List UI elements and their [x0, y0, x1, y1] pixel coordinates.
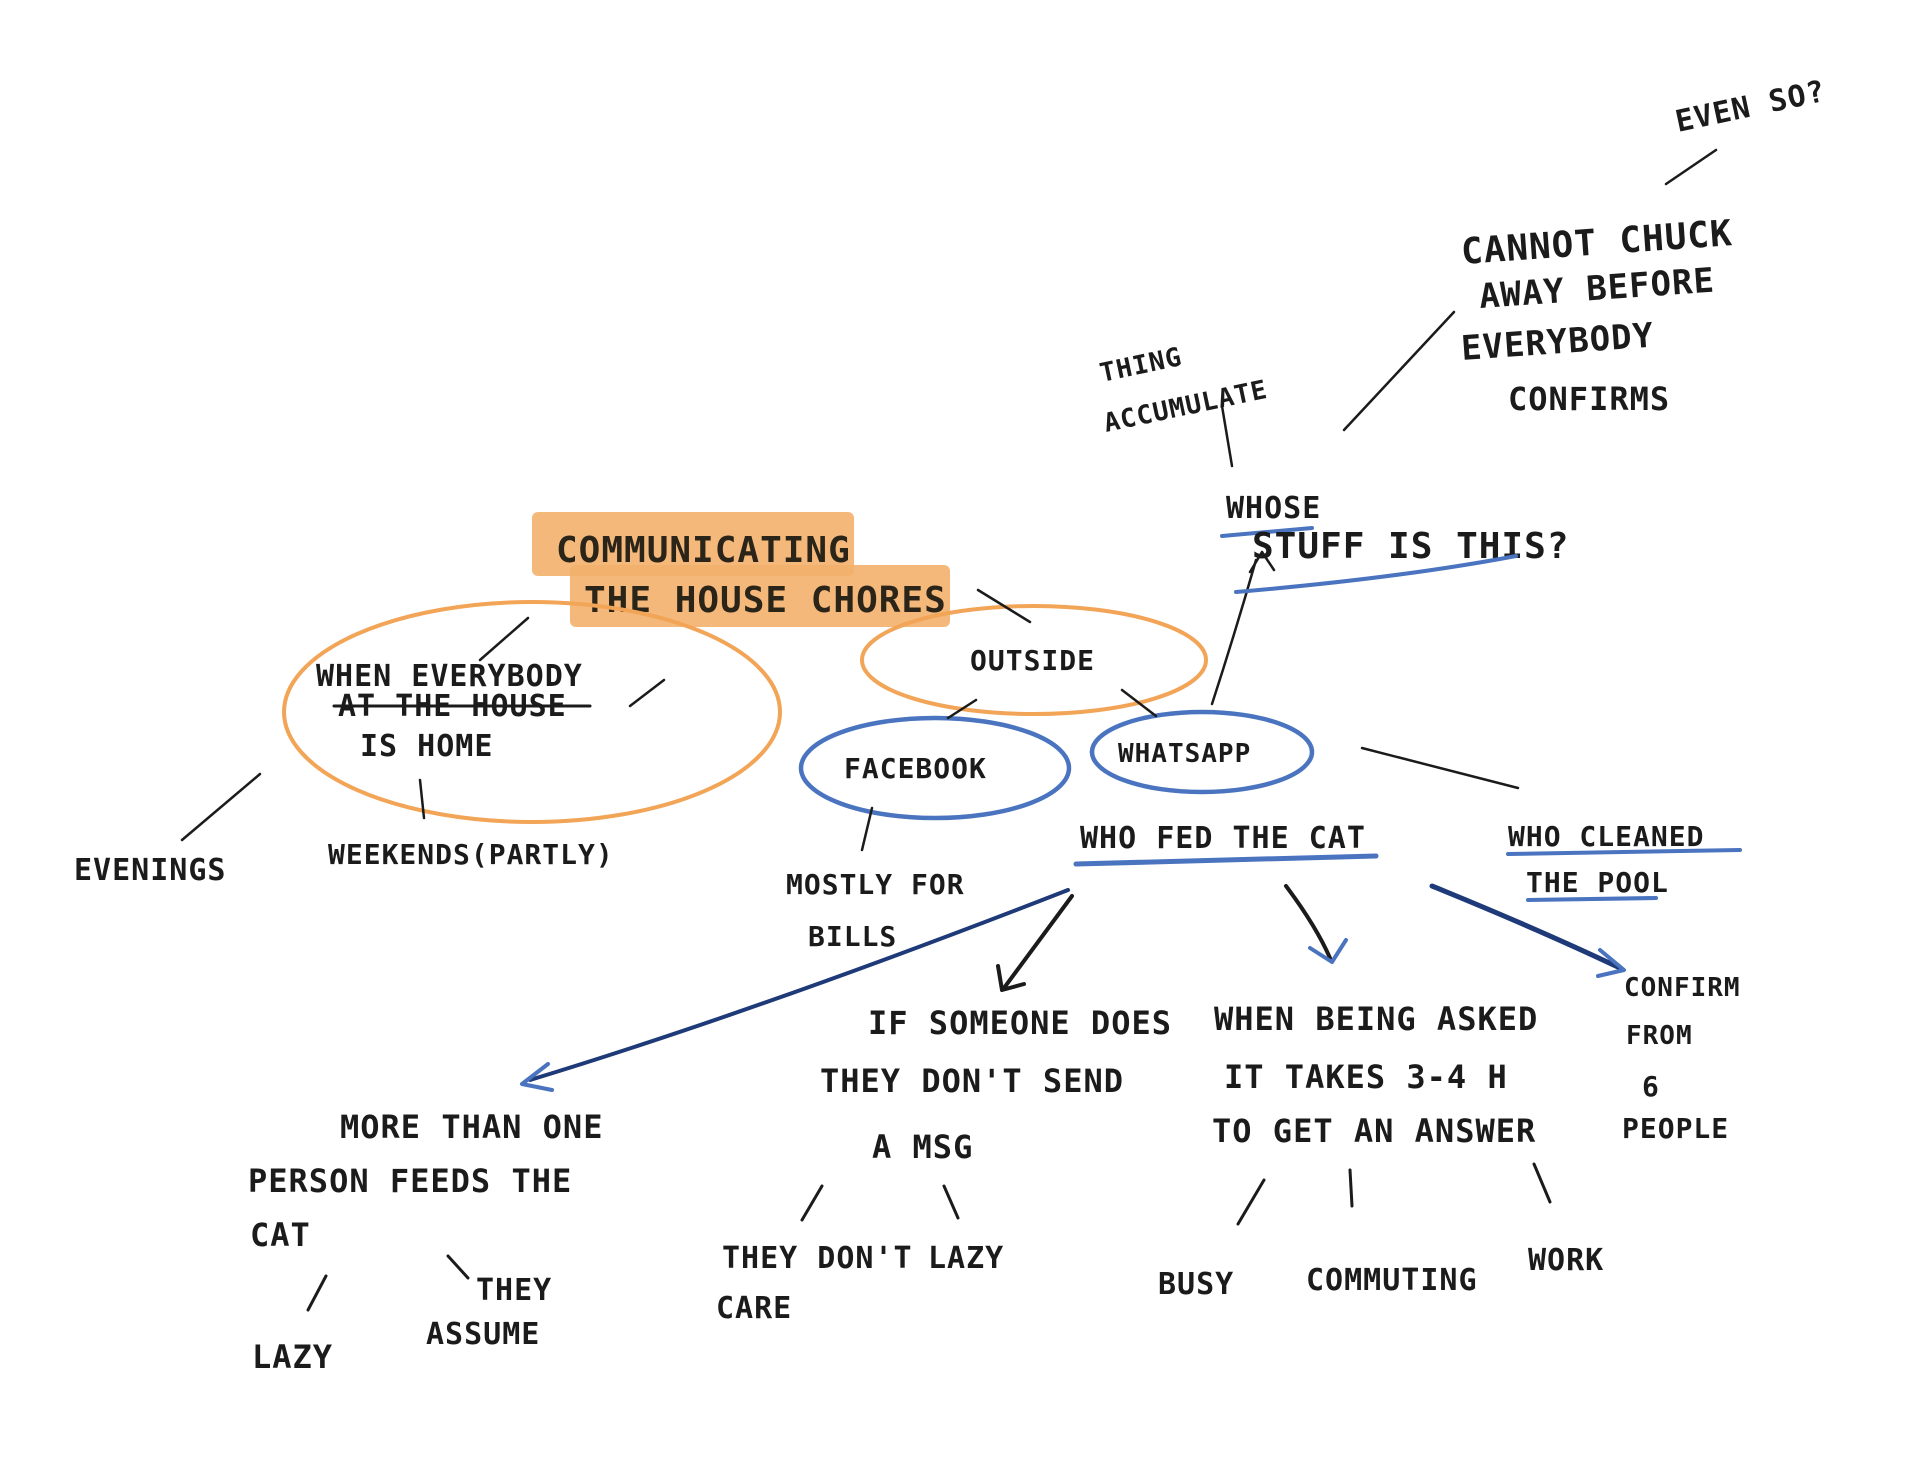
connector-facebook-mostly — [860, 806, 874, 852]
cannot-text-3: EVERYBODY — [1460, 316, 1656, 369]
is-home-text: IS HOME — [360, 729, 493, 764]
connector-whose-thing — [1220, 404, 1234, 468]
who-cleaned-underline-2 — [1526, 896, 1658, 902]
title-line-2: THE HOUSE CHORES — [584, 580, 947, 621]
when-everybody-text: WHEN EVERYBODY — [316, 659, 583, 694]
lazy-text: LAZY — [252, 1338, 333, 1376]
arrowhead-more — [520, 1062, 554, 1092]
whose-underline — [1220, 526, 1314, 538]
who-cleaned-text-1: WHO CLEANED — [1508, 820, 1704, 853]
connector-when-work — [1532, 1162, 1552, 1204]
bills-text: BILLS — [808, 920, 897, 953]
facebook-bubble — [798, 715, 1072, 821]
if-text-3: A MSG — [872, 1128, 973, 1166]
stuff-text: STUFF IS THIS? — [1252, 526, 1569, 567]
connector-outside-whatsapp — [1120, 688, 1158, 718]
lazy2-text: LAZY — [928, 1241, 1004, 1276]
connector-when-weekends — [418, 778, 426, 820]
more-text-3: CAT — [250, 1216, 311, 1254]
who-fed-text: WHO FED THE CAT — [1080, 821, 1366, 856]
connector-when-tail — [628, 678, 666, 708]
connector-if-lazy — [942, 1184, 960, 1220]
accumulate-text: ACCUMULATE — [1101, 375, 1270, 439]
care-text: CARE — [716, 1291, 792, 1326]
title-line-1: COMMUNICATING — [556, 530, 851, 571]
when-text-2: IT TAKES 3-4 H — [1224, 1058, 1508, 1096]
arrowhead-when — [1308, 938, 1348, 964]
connector-cannot-evenso — [1664, 148, 1718, 186]
commuting-text: COMMUTING — [1306, 1263, 1478, 1298]
whatsapp-bubble — [1089, 709, 1315, 795]
outside-bubble — [860, 604, 1208, 716]
more-text-2: PERSON FEEDS THE — [248, 1162, 572, 1200]
confirm-text-3: 6 — [1642, 1070, 1660, 1103]
confirm-text-2: FROM — [1626, 1021, 1693, 1051]
connector-whatsapp-pool — [1360, 746, 1520, 790]
whatsapp-text: WHATSAPP — [1118, 739, 1251, 769]
arrowhead-confirm — [1596, 948, 1626, 978]
busy-text: BUSY — [1158, 1267, 1234, 1302]
they-text: THEY — [476, 1273, 552, 1308]
connector-whose-cannot — [1342, 310, 1456, 432]
mostly-for-text: MOSTLY FOR — [786, 868, 965, 901]
connector-when-commuting — [1348, 1168, 1354, 1208]
arrow-to-confirm — [1429, 883, 1623, 971]
connector-outside-facebook — [946, 698, 978, 720]
when-text-3: TO GET AN ANSWER — [1212, 1112, 1536, 1150]
confirm-text-4: PEOPLE — [1622, 1112, 1729, 1145]
if-text-1: IF SOMEONE DOES — [868, 1004, 1172, 1042]
connector-title-outside — [976, 588, 1032, 624]
connector-when-busy — [1236, 1178, 1266, 1226]
even-so-text: EVEN SO? — [1672, 74, 1828, 140]
connector-title-when — [478, 616, 530, 662]
outside-text: OUTSIDE — [970, 644, 1095, 677]
title-highlight-top — [532, 512, 854, 576]
who-cleaned-underline-1 — [1506, 848, 1742, 856]
connector-more-lazy — [306, 1274, 328, 1312]
assume-text: ASSUME — [426, 1317, 540, 1352]
if-text-2: THEY DON'T SEND — [820, 1062, 1124, 1100]
arrow-to-when — [1284, 884, 1332, 960]
who-cleaned-text-2: THE POOL — [1526, 866, 1669, 899]
title-highlight-bottom — [570, 565, 950, 627]
confirm-text-1: CONFIRM — [1624, 973, 1741, 1003]
connector-more-they — [446, 1254, 470, 1280]
work-text: WORK — [1528, 1243, 1604, 1278]
whose-text: WHOSE — [1226, 491, 1321, 526]
arrow-to-if — [1002, 894, 1074, 990]
arrowhead-whose — [1248, 550, 1276, 574]
stuff-underline — [1234, 554, 1518, 594]
facebook-text: FACEBOOK — [844, 752, 987, 785]
when-everybody-bubble — [282, 600, 782, 824]
arrow-to-more — [528, 888, 1070, 1082]
connector-whatsapp-whose — [1210, 558, 1258, 706]
arrowhead-if — [996, 964, 1026, 992]
connector-when-evenings — [180, 772, 262, 842]
evenings-text: EVENINGS — [74, 853, 227, 888]
thing-text: THING — [1097, 342, 1185, 389]
weekends-text: WEEKENDS(PARTLY) — [328, 838, 614, 871]
when-text-1: WHEN BEING ASKED — [1214, 1000, 1538, 1038]
more-text-1: MORE THAN ONE — [340, 1108, 603, 1146]
cannot-text-4: CONFIRMS — [1508, 380, 1670, 418]
they-dont-text: THEY DON'T — [722, 1241, 913, 1276]
connector-if-dontcare — [800, 1184, 824, 1222]
who-fed-underline — [1073, 853, 1379, 867]
